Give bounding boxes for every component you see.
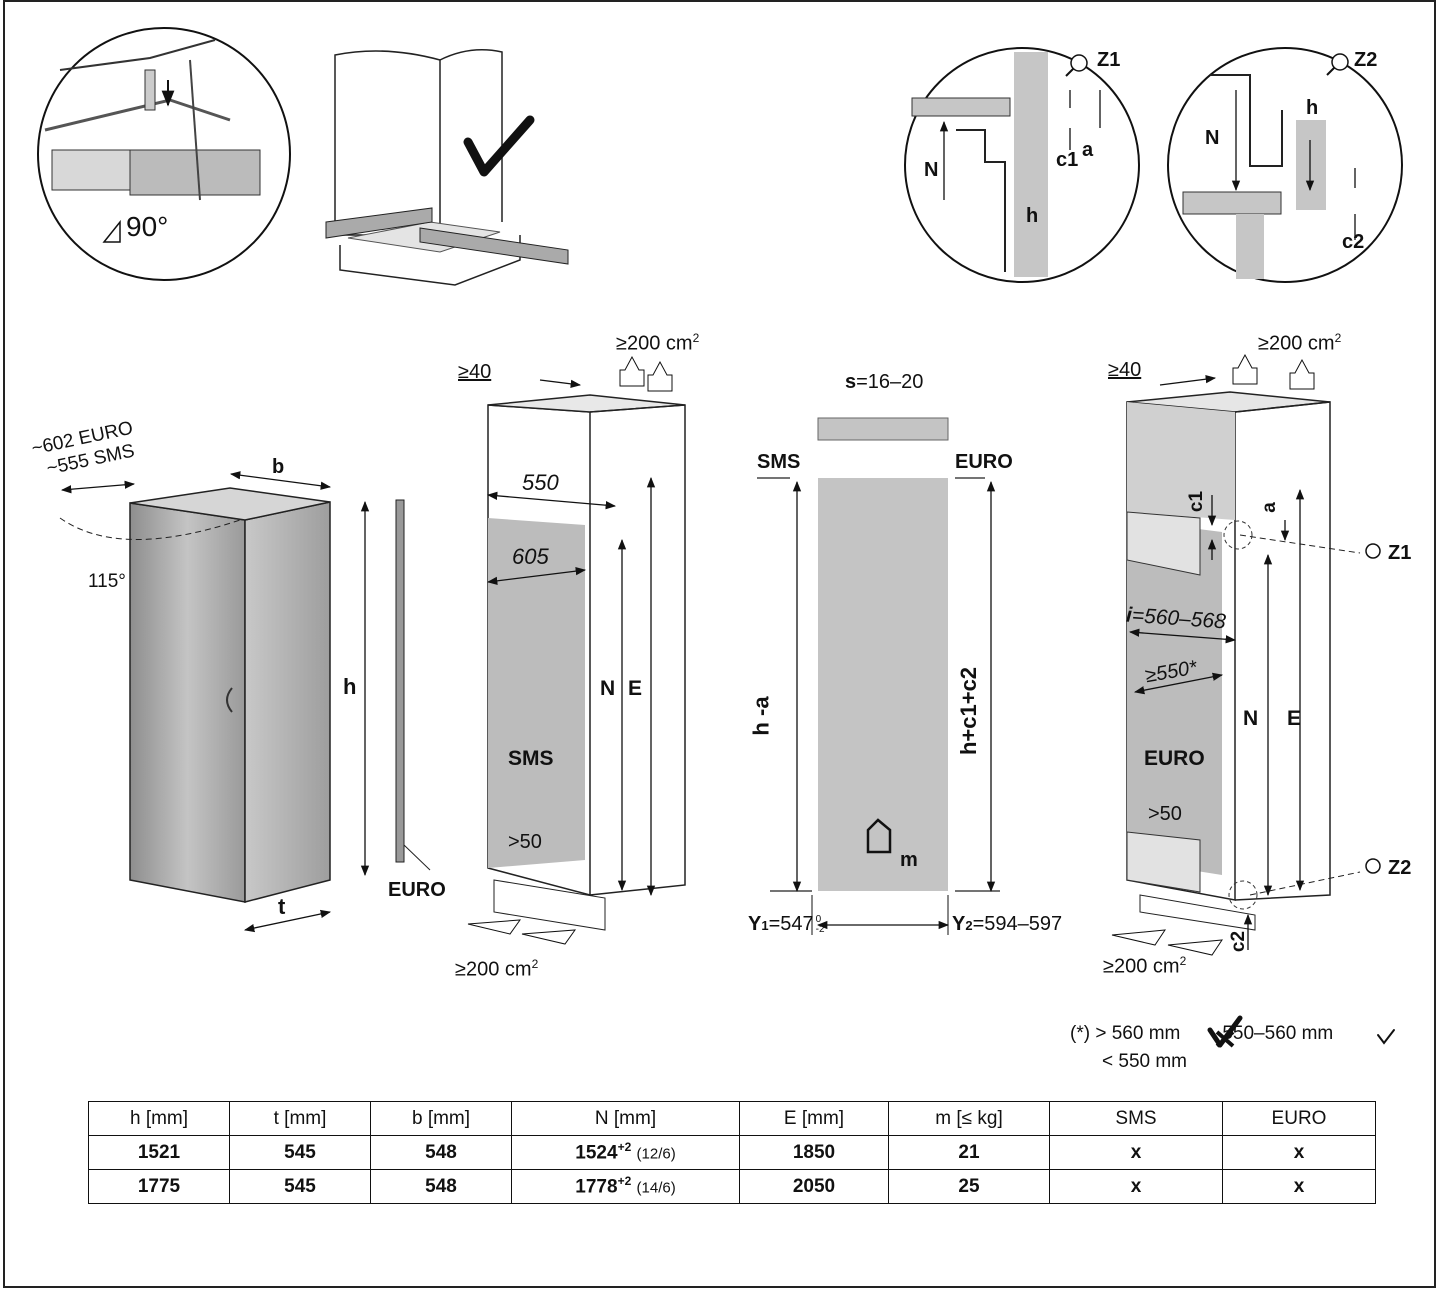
sms-vent-top: ≥200 cm2 (616, 331, 700, 355)
euro-dim-n: N (1243, 707, 1259, 730)
page-frame (3, 0, 1436, 1288)
spec-table: h [mm] t [mm] b [mm] N [mm] E [mm] m [≤ … (88, 1101, 1376, 1204)
cell-sms: x (1049, 1169, 1223, 1204)
cell-n: 1524+2 (12/6) (511, 1135, 740, 1170)
niche-sms-drawing (467, 355, 686, 945)
col-sms: SMS (1049, 1101, 1223, 1136)
cell-t: 545 (229, 1169, 371, 1204)
col-euro: EURO (1222, 1101, 1376, 1136)
cell-euro: x (1222, 1135, 1376, 1170)
panel-euro-label: EURO (955, 451, 1013, 473)
euro-vent-bottom: ≥200 cm2 (1103, 954, 1187, 978)
sms-vent-bottom: ≥200 cm2 (455, 957, 539, 981)
sms-depth-niche: 605 (512, 544, 549, 569)
z2-label: Z2 (1354, 49, 1378, 71)
hinge-angle-label: 90° (126, 211, 169, 242)
appliance-drawing (59, 471, 431, 933)
door-panel-drawing (757, 417, 1000, 935)
cell-b: 548 (370, 1169, 512, 1204)
profile-euro-label: EURO (388, 879, 446, 901)
z1-n-label: N (924, 159, 939, 181)
panel-height-sms: h -a (748, 696, 774, 736)
sms-dim-e: E (628, 677, 643, 700)
euro-a: a (1258, 502, 1280, 513)
table-row: 1521 545 548 1524+2 (12/6) 1850 21 x x (88, 1135, 1376, 1170)
euro-c1: c1 (1186, 490, 1208, 513)
cell-b: 548 (370, 1135, 512, 1170)
frame-top (3, 0, 1436, 2)
z2-n-label: N (1205, 127, 1220, 149)
z1-detail (904, 47, 1140, 283)
sms-clearance-top: ≥40 (458, 361, 492, 383)
euro-niche-label: EURO (1144, 747, 1205, 770)
table-row: 1775 545 548 1778+2 (14/6) 2050 25 x x (88, 1169, 1376, 1204)
table-header-row: h [mm] t [mm] b [mm] N [mm] E [mm] m [≤ … (88, 1101, 1376, 1136)
cell-e: 2050 (739, 1169, 889, 1204)
niche-euro-drawing (1111, 353, 1381, 956)
col-b: b [mm] (370, 1101, 512, 1136)
level-drawing (325, 49, 569, 286)
cell-euro: x (1222, 1169, 1376, 1204)
z1-label: Z1 (1097, 49, 1121, 71)
panel-y2: Y2=594–597 (952, 913, 1063, 935)
footnote-line2: < 550 mm (1102, 1051, 1188, 1072)
panel-sms-label: SMS (757, 451, 801, 473)
cell-h: 1521 (88, 1135, 230, 1170)
sms-dim-n: N (600, 677, 616, 700)
cell-t: 545 (229, 1135, 371, 1170)
panel-thickness: s=16–20 (845, 371, 924, 393)
euro-z1: Z1 (1388, 542, 1412, 564)
z1-a-label: a (1082, 139, 1094, 161)
appliance-angle: 115° (88, 571, 126, 592)
z2-detail (1167, 47, 1403, 283)
sms-niche-label: SMS (508, 747, 554, 770)
panel-height-euro: h+c1+c2 (956, 666, 982, 756)
euro-c2: c2 (1228, 930, 1250, 953)
cell-m: 25 (888, 1169, 1050, 1204)
appliance-height: h (343, 674, 357, 699)
z1-h-label: h (1026, 205, 1039, 227)
sms-depth-top: 550 (522, 470, 559, 495)
cell-sms: x (1049, 1135, 1223, 1170)
euro-z2: Z2 (1388, 857, 1412, 879)
z2-h-label: h (1306, 97, 1319, 119)
hinge-detail (37, 27, 291, 281)
col-n: N [mm] (511, 1101, 740, 1136)
z1-c1-label: c1 (1056, 149, 1079, 171)
sms-clearance-bottom: >50 (508, 831, 542, 853)
col-e: E [mm] (739, 1101, 889, 1136)
appliance-depth: t (278, 894, 286, 919)
col-h: h [mm] (88, 1101, 230, 1136)
panel-weight: m (900, 849, 918, 871)
euro-dim-e: E (1287, 707, 1302, 730)
cell-h: 1775 (88, 1169, 230, 1204)
cell-m: 21 (888, 1135, 1050, 1170)
col-t: t [mm] (229, 1101, 371, 1136)
euro-clearance-top: ≥40 (1108, 359, 1142, 381)
footnote-marks (1207, 1015, 1395, 1048)
col-m: m [≤ kg] (888, 1101, 1050, 1136)
euro-clearance-bottom: >50 (1148, 803, 1182, 825)
appliance-width: b (272, 456, 285, 478)
cell-n: 1778+2 (14/6) (511, 1169, 740, 1204)
euro-vent-top: ≥200 cm2 (1258, 331, 1342, 355)
z2-c2-label: c2 (1342, 231, 1365, 253)
cell-e: 1850 (739, 1135, 889, 1170)
